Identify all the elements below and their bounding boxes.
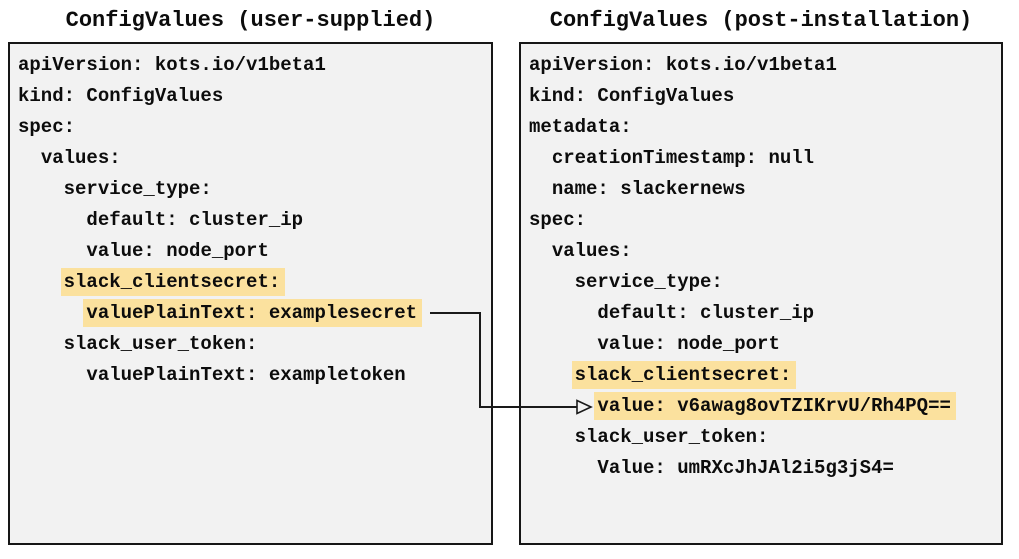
code-indent [529, 395, 597, 417]
code-indent [529, 457, 597, 479]
code-text: slack_user_token: [63, 333, 258, 355]
code-text: value: node_port [597, 333, 780, 355]
code-line: default: cluster_ip [529, 298, 1001, 329]
code-text: service_type: [63, 178, 212, 200]
code-text: default: cluster_ip [86, 209, 304, 231]
code-indent [18, 178, 64, 200]
code-indent [18, 240, 86, 262]
code-text: service_type: [574, 271, 723, 293]
code-indent [529, 271, 575, 293]
code-indent [18, 147, 41, 169]
code-indent [529, 333, 597, 355]
highlighted-code-text: slack_clientsecret: [571, 361, 797, 389]
code-line: spec: [18, 112, 491, 143]
code-indent [529, 426, 575, 448]
code-line: metadata: [529, 112, 1001, 143]
code-line: slack_user_token: [529, 422, 1001, 453]
highlighted-code-text: value: v6awag8ovTZIKrvU/Rh4PQ== [594, 392, 956, 420]
code-text: values: [40, 147, 121, 169]
highlighted-code-text: slack_clientsecret: [60, 268, 286, 296]
code-line: values: [529, 236, 1001, 267]
code-text: kind: ConfigValues [529, 85, 735, 107]
code-text: value: node_port [86, 240, 269, 262]
config-panel-user-supplied: apiVersion: kots.io/v1beta1 kind: ConfigV… [8, 42, 493, 545]
code-text: apiVersion: kots.io/v1beta1 [18, 54, 326, 76]
code-text: spec: [18, 116, 76, 138]
code-line: slack_clientsecret: [529, 360, 1001, 391]
code-text: spec: [529, 209, 587, 231]
code-line: Value: umRXcJhJAl2i5g3jS4= [529, 453, 1001, 484]
code-text: kind: ConfigValues [18, 85, 224, 107]
code-indent [529, 178, 552, 200]
config-panel-post-installation: apiVersion: kots.io/v1beta1 kind: ConfigV… [519, 42, 1003, 545]
code-indent [529, 147, 552, 169]
code-line: values: [18, 143, 491, 174]
code-text: slack_user_token: [574, 426, 769, 448]
code-line: valuePlainText: examplesecret [18, 298, 491, 329]
code-line: kind: ConfigValues [18, 81, 491, 112]
code-line: creationTimestamp: null [529, 143, 1001, 174]
code-indent [529, 302, 597, 324]
code-indent [18, 364, 86, 386]
highlighted-code-text: valuePlainText: examplesecret [83, 299, 423, 327]
code-line: service_type: [18, 174, 491, 205]
left-panel-title: ConfigValues (user-supplied) [65, 8, 436, 33]
code-indent [18, 302, 86, 324]
code-line: default: cluster_ip [18, 205, 491, 236]
code-line: slack_user_token: [18, 329, 491, 360]
code-indent [18, 333, 64, 355]
code-indent [18, 209, 86, 231]
code-line: apiVersion: kots.io/v1beta1 [529, 50, 1001, 81]
code-line: name: slackernews [529, 174, 1001, 205]
code-text: metadata: [529, 116, 632, 138]
code-line: value: node_port [18, 236, 491, 267]
code-text: creationTimestamp: null [551, 147, 815, 169]
code-indent [529, 240, 552, 262]
code-indent [529, 364, 575, 386]
code-line: value: node_port [529, 329, 1001, 360]
code-text: default: cluster_ip [597, 302, 815, 324]
code-line: slack_clientsecret: [18, 267, 491, 298]
code-text: values: [551, 240, 632, 262]
code-text: apiVersion: kots.io/v1beta1 [529, 54, 837, 76]
code-indent [18, 271, 64, 293]
code-text: valuePlainText: exampletoken [86, 364, 406, 386]
code-line: valuePlainText: exampletoken [18, 360, 491, 391]
code-line: apiVersion: kots.io/v1beta1 [18, 50, 491, 81]
code-line: spec: [529, 205, 1001, 236]
right-panel-title: ConfigValues (post-installation) [549, 8, 973, 33]
code-line: service_type: [529, 267, 1001, 298]
code-line: kind: ConfigValues [529, 81, 1001, 112]
code-line: value: v6awag8ovTZIKrvU/Rh4PQ== [529, 391, 1001, 422]
code-text: name: slackernews [551, 178, 746, 200]
code-text: Value: umRXcJhJAl2i5g3jS4= [597, 457, 894, 479]
